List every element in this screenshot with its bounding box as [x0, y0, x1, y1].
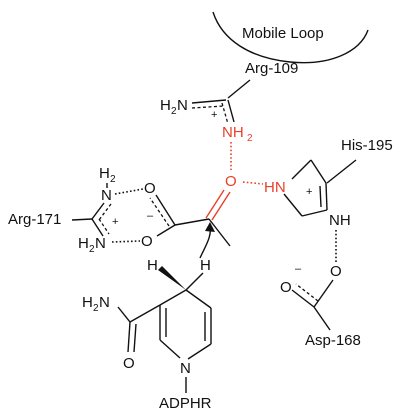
svg-text:H: H [82, 294, 93, 311]
arg109-delocalized-bond [191, 105, 225, 109]
arg171-central-bond-top [91, 202, 105, 220]
c4-h-left: H [147, 257, 158, 274]
arg109-c-nh2-bond [227, 99, 235, 123]
amide-ring-c-bond [129, 304, 161, 323]
arg171-h2-group: H 2 [99, 165, 116, 185]
hbond-o-hn [242, 181, 264, 185]
hbond-arg171-bot [111, 240, 141, 243]
his195-nh: NH [329, 212, 351, 229]
carboxylate-o-bot: O [141, 233, 153, 250]
mobile-loop-arc [212, 11, 369, 64]
asp168-o-left: O [280, 279, 292, 296]
arg109-h2n-group: H 2 N [160, 97, 188, 117]
svg-text:N: N [99, 294, 110, 311]
svg-text:2: 2 [171, 106, 177, 117]
carbonyl-double-bond-2 [211, 191, 231, 221]
arg171-h2n-group: H 2 N [78, 235, 106, 255]
c4-h-right-bond [185, 272, 204, 291]
asp168-c-o-double-2 [295, 283, 319, 302]
amide-c-o-double-2 [133, 323, 137, 353]
arg171-label: Arg-171 [8, 211, 61, 228]
svg-text:H: H [78, 235, 89, 252]
carboxylate-c-o-bot [156, 224, 176, 237]
c4-h-right: H [200, 257, 211, 274]
c4-h-wedge [158, 266, 186, 290]
his195-hn: HN [264, 179, 286, 196]
carboxylate-o-top: O [144, 180, 156, 197]
asp168-label: Asp-168 [305, 332, 361, 349]
arg171-central-bond-top-delocalized [98, 203, 112, 221]
arg109-stem-bond [227, 79, 251, 99]
svg-text:2: 2 [93, 303, 99, 314]
his195-label: His-195 [341, 137, 393, 154]
carboxylate-c-o-top-delocalized [149, 197, 170, 227]
arg109-c-n-bond [191, 99, 227, 104]
arg171-stem-bond [71, 218, 93, 221]
dihydropyridine-n: N [180, 360, 191, 377]
dihydropyridine-ring [159, 289, 212, 360]
asp168-minus-charge: – [295, 263, 302, 275]
mobile-loop-label: Mobile Loop [242, 25, 324, 42]
amide-c-o-double-1 [127, 321, 131, 353]
arg171-plus-charge: + [112, 216, 118, 228]
arg109-nh2-red: NH 2 [222, 124, 253, 144]
arg171-n-top: N [101, 187, 112, 204]
svg-text:2: 2 [247, 133, 253, 144]
pyruvate-c1-c2-bond [174, 218, 210, 226]
hydride-arrow-head [205, 222, 215, 232]
pyruvate-c2-c3-bond [208, 218, 231, 247]
svg-text:N: N [95, 235, 106, 252]
amide-o: O [123, 355, 135, 372]
carboxylate-minus-charge: – [147, 210, 154, 222]
amide-h2n-group: H 2 N [82, 294, 110, 314]
his195-plus-charge: + [306, 186, 312, 198]
hbond-arg171-top [114, 188, 144, 195]
carboxylate-c-o-top [155, 194, 176, 226]
svg-text:H: H [160, 97, 171, 114]
arg109-label: Arg-109 [245, 60, 298, 77]
his195-stem-bond [326, 159, 357, 184]
asp168-o-top: O [330, 263, 342, 280]
asp168-stem-bond [313, 306, 331, 331]
svg-text:H: H [99, 165, 110, 182]
arg109-c-nh2-delocalized [221, 102, 229, 125]
arg109-plus-charge: + [211, 109, 217, 121]
svg-text:NH: NH [222, 124, 244, 141]
carbonyl-double-bond-1 [205, 189, 225, 219]
asp168-o-c-bond [313, 279, 334, 308]
amide-c-n-bond [117, 306, 131, 323]
svg-text:N: N [177, 97, 188, 114]
svg-text:2: 2 [89, 244, 95, 255]
arg171-central-bond-bot [91, 218, 104, 237]
adphr-label: ADPHR [159, 395, 212, 412]
his195-imidazole-ring [283, 159, 328, 217]
svg-text:2: 2 [110, 174, 116, 185]
asp168-c-o-double-1 [291, 289, 315, 308]
pyruvate-carbonyl-o: O [225, 173, 237, 190]
